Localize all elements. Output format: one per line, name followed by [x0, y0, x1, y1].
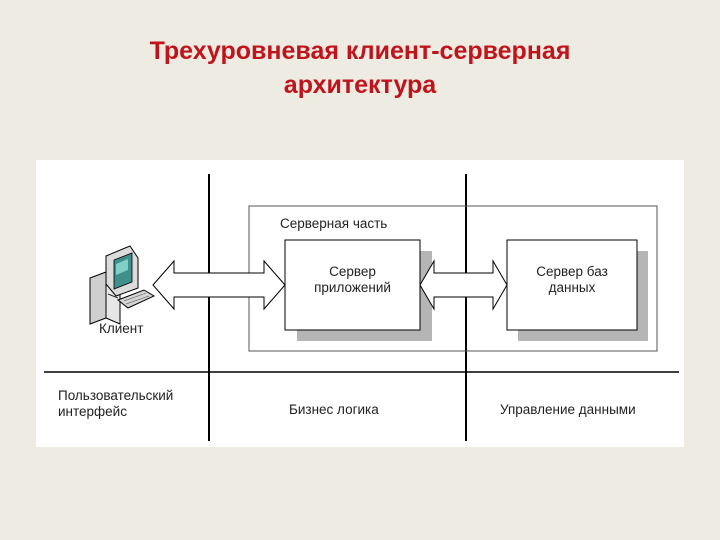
- server-region-label: Серверная часть: [280, 216, 388, 231]
- app-server-box: [284, 239, 421, 331]
- app-server-label-line-2: приложений: [314, 280, 391, 295]
- architecture-diagram: Серверная часть Сервер приложений Сервер…: [36, 160, 684, 447]
- diagram-graphics: [44, 174, 679, 441]
- tier-ui-label: Пользовательский интерфейс: [58, 388, 173, 420]
- app-server-label: Сервер приложений: [285, 264, 420, 296]
- computer-icon: [89, 245, 156, 325]
- client-app-arrow: [152, 259, 286, 311]
- slide-title: Трехуровневая клиент-серверная архитекту…: [0, 34, 720, 102]
- db-server-box: [506, 239, 638, 331]
- db-server-label: Сервер баз данных: [507, 264, 637, 296]
- title-line-2: архитектура: [283, 71, 437, 99]
- db-server-label-line-2: данных: [548, 280, 596, 295]
- title-line-1: Трехуровневая клиент-серверная: [149, 37, 571, 65]
- app-server-label-line-1: Сервер: [329, 264, 376, 279]
- tier-business-label: Бизнес логика: [289, 402, 379, 417]
- db-server-label-line-1: Сервер баз: [536, 264, 608, 279]
- tier-data-label: Управление данными: [500, 402, 636, 417]
- app-db-arrow: [419, 259, 508, 311]
- tier-ui-label-line-1: Пользовательский: [58, 388, 174, 403]
- client-label: Клиент: [99, 321, 144, 336]
- tier-ui-label-line-2: интерфейс: [58, 404, 127, 419]
